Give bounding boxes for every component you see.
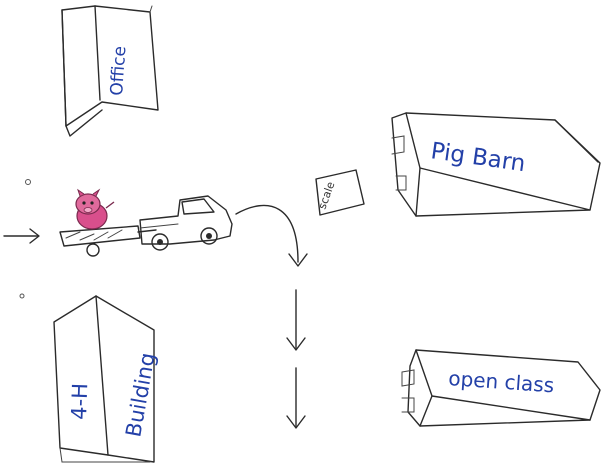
office-label: Office: [107, 45, 130, 96]
pig-barn-label: Pig Barn: [429, 138, 527, 177]
open-class-building: open class: [401, 349, 601, 427]
open-class-label: open class: [448, 366, 555, 397]
scale: scale: [315, 169, 365, 216]
scale-label: scale: [316, 180, 338, 211]
four-h-building: 4-H Building: [53, 295, 160, 463]
marker-dot-lower: [19, 293, 25, 299]
down-arrow-icon-2: [286, 367, 306, 429]
route-curve-arrow-icon: [235, 204, 308, 267]
entry-arrow-icon: [3, 228, 40, 244]
pig-barn-building: Pig Barn: [391, 112, 601, 217]
pig-icon: [75, 188, 115, 230]
four-h-label-line1: 4-H: [67, 383, 92, 421]
pickup-truck-icon: [139, 195, 233, 251]
down-arrow-icon-1: [286, 289, 306, 351]
office-building: Office: [61, 5, 159, 137]
marker-dot-upper: [25, 179, 31, 185]
